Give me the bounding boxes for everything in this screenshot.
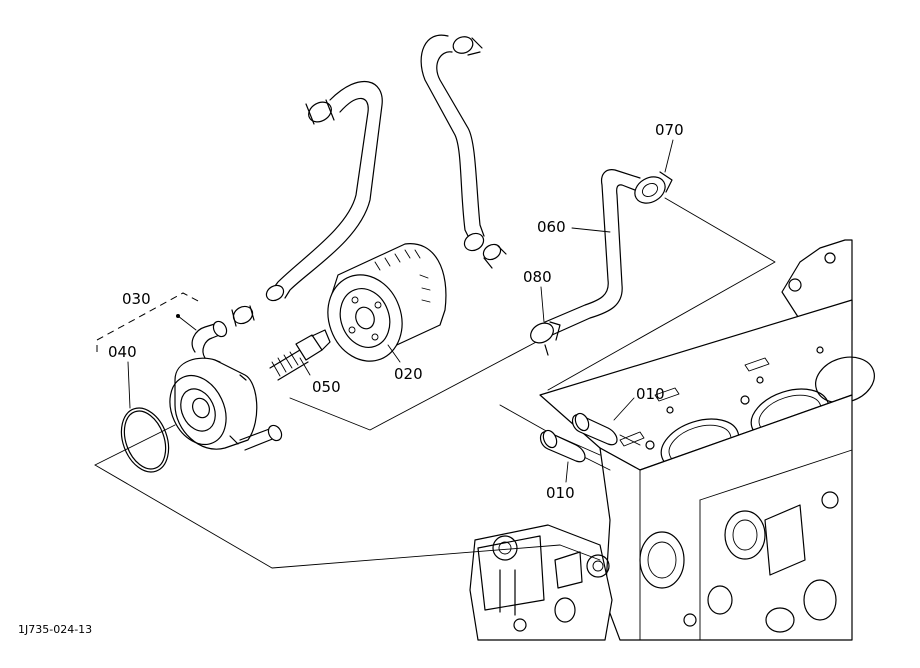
callout-040: 040 [108,343,137,361]
coolant-hose-upper-left [231,81,383,327]
callout-070: 070 [655,121,684,139]
o-ring-040 [120,407,170,473]
callout-010-upper: 010 [636,385,665,403]
oil-cooler-030 [169,320,283,451]
callout-010-lower: 010 [546,484,575,502]
engine-block-drawing [469,239,875,641]
callout-080: 080 [523,268,552,286]
diagram-reference-code: 1J735-024-13 [18,623,92,636]
dowel-pipe-010-upper [571,412,618,446]
oil-filter-020 [327,243,447,362]
callout-030: 030 [122,290,151,308]
coolant-hose-upper-middle [420,34,507,269]
coolant-pipe-060 [530,169,673,356]
callout-020: 020 [394,365,423,383]
threaded-bolt-050 [269,329,331,381]
dowel-pipe-010-lower [539,429,586,463]
callout-050: 050 [312,378,341,396]
callout-labels: 070 060 080 030 040 050 020 010 010 1J73… [18,121,684,636]
callout-060: 060 [537,218,566,236]
leader-lines [94,197,776,569]
